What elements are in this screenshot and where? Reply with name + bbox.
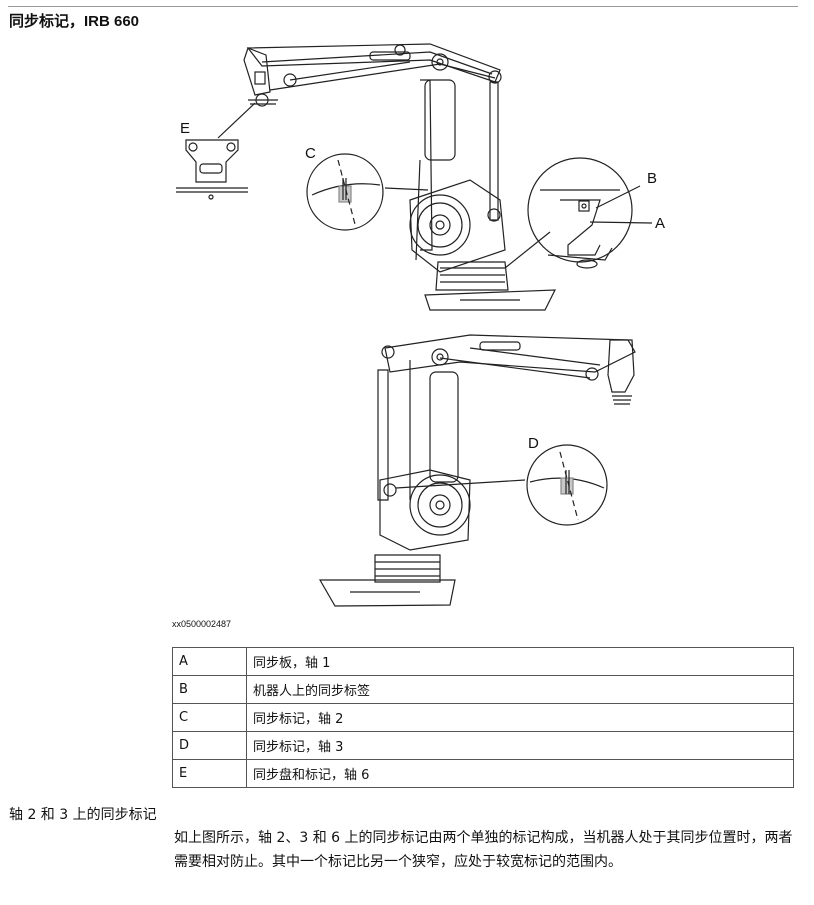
legend-key: A xyxy=(172,647,247,676)
lower-robot-drawing xyxy=(318,334,636,607)
robot-figure: E C B A D xyxy=(176,43,665,607)
detail-c-axis2-mark xyxy=(306,153,384,231)
callout-b: B xyxy=(647,170,657,187)
legend-key: E xyxy=(172,759,247,788)
legend-description: 同步标记，轴 3 xyxy=(246,731,794,760)
detail-e-sync-plate xyxy=(176,102,256,200)
top-rule xyxy=(8,6,798,7)
legend-key: C xyxy=(172,703,247,732)
callout-c: C xyxy=(305,145,316,162)
legend-key: D xyxy=(172,731,247,760)
section-title: 轴 2 和 3 上的同步标记 xyxy=(9,807,157,823)
image-id: xx0500002487 xyxy=(172,619,232,629)
upper-robot-drawing xyxy=(243,43,556,311)
legend-description: 机器人上的同步标签 xyxy=(246,675,794,704)
legend-description: 同步板，轴 1 xyxy=(246,647,794,676)
body-paragraph: 如上图所示，轴 2、3 和 6 上的同步标记由两个单独的标记构成，当机器人处于其… xyxy=(174,830,793,870)
detail-ab-axis1-plate xyxy=(527,157,653,269)
table-row: B 机器人上的同步标签 xyxy=(172,675,794,704)
callout-e: E xyxy=(180,120,190,137)
legend-description: 同步标记，轴 2 xyxy=(246,703,794,732)
legend-table: A 同步板，轴 1 B 机器人上的同步标签 C 同步标记，轴 2 D 同步标记，… xyxy=(172,647,794,788)
detail-d-axis3-mark xyxy=(526,444,608,526)
table-row: A 同步板，轴 1 xyxy=(172,647,794,676)
page-heading: 同步标记，IRB 660 xyxy=(9,13,140,30)
table-row: C 同步标记，轴 2 xyxy=(172,703,794,732)
table-row: E 同步盘和标记，轴 6 xyxy=(172,759,794,788)
callout-a: A xyxy=(655,215,665,232)
legend-description: 同步盘和标记，轴 6 xyxy=(246,759,794,788)
legend-key: B xyxy=(172,675,247,704)
callout-d: D xyxy=(528,435,539,452)
table-row: D 同步标记，轴 3 xyxy=(172,731,794,760)
